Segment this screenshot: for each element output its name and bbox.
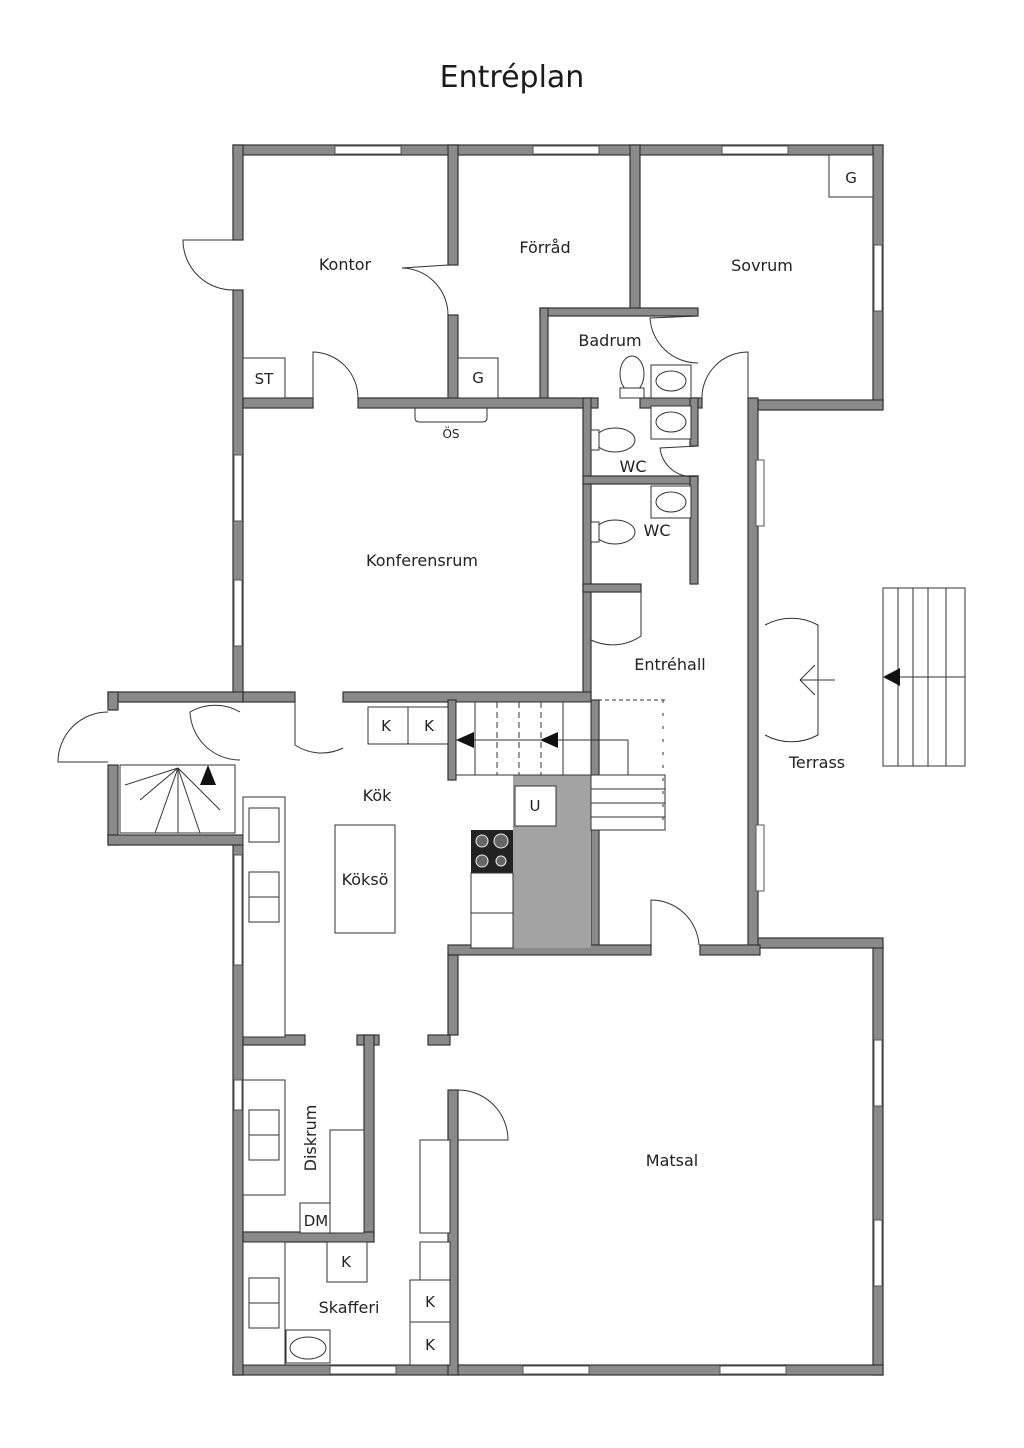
room-entrehall: Entréhall <box>634 655 705 674</box>
room-konferensrum: Konferensrum <box>366 551 478 570</box>
fixture-g-sovrum: G <box>845 169 857 187</box>
inner-walls <box>242 144 761 1376</box>
room-matsal: Matsal <box>646 1151 698 1170</box>
fixture-os: ÖS <box>442 425 459 441</box>
plan-title: Entréplan <box>439 60 585 95</box>
room-diskrum: Diskrum <box>301 1105 320 1172</box>
fixture-k-1: K <box>381 717 392 735</box>
fixture-st: ST <box>255 370 275 388</box>
room-kontor: Kontor <box>319 255 372 274</box>
fixture-k-3: K <box>341 1253 352 1271</box>
windows <box>233 145 883 1375</box>
fixture-k-5: K <box>425 1336 436 1354</box>
fixture-u: U <box>530 797 541 815</box>
exterior-stairs <box>882 587 966 767</box>
room-terrass: Terrass <box>788 753 845 772</box>
fixtures <box>242 154 874 1366</box>
room-forrad: Förråd <box>519 238 570 257</box>
room-wc-2: WC <box>644 521 671 540</box>
room-skafferi: Skafferi <box>319 1298 380 1317</box>
fixture-k-2: K <box>424 717 435 735</box>
fixture-labels: ST G G ÖS K K U DM K K K <box>255 169 857 1354</box>
room-koksö: Köksö <box>342 870 389 889</box>
fixture-dm: DM <box>304 1212 329 1230</box>
annex-stairs <box>119 764 236 834</box>
fixture-k-4: K <box>425 1293 436 1311</box>
room-kok: Kök <box>363 786 392 805</box>
fixture-g-forrad: G <box>472 369 484 387</box>
doors <box>57 239 835 1141</box>
room-labels: Kontor Förråd Sovrum Badrum Konferensrum… <box>301 238 845 1317</box>
room-sovrum: Sovrum <box>731 256 793 275</box>
interior-stairs <box>455 699 666 831</box>
room-badrum: Badrum <box>578 331 641 350</box>
room-wc-1: WC <box>620 457 647 476</box>
